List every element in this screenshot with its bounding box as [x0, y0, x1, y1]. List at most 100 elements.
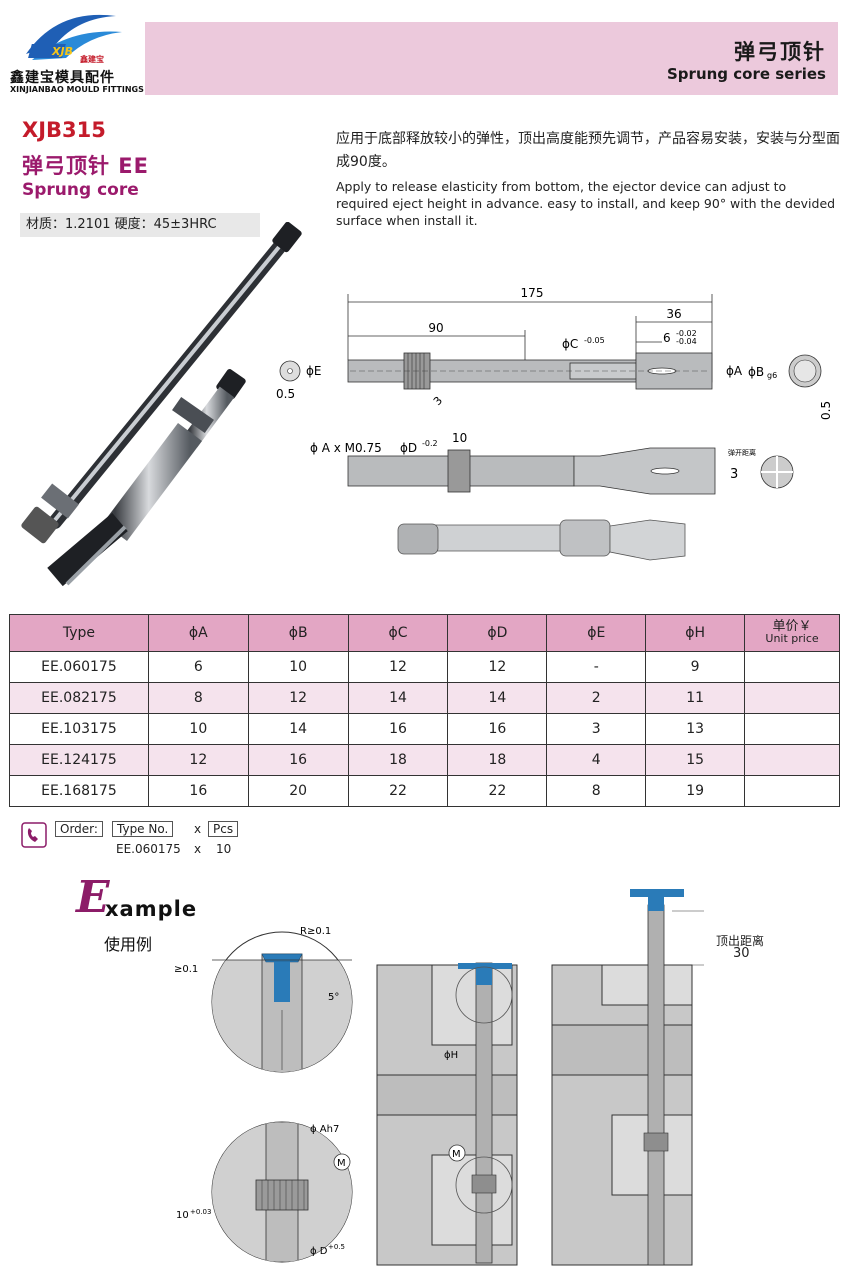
page-title-en: Sprung core series — [667, 65, 826, 83]
cell-value: 14 — [447, 682, 548, 714]
cell-value: 8 — [147, 682, 249, 714]
page-title-cn: 弹弓顶针 — [734, 40, 826, 64]
col-header-type: Type — [9, 614, 149, 652]
company-logo: XJB 鑫建宝 — [26, 14, 122, 64]
spring-distance-label: 弹开距离 — [728, 448, 756, 457]
cell-value: 18 — [447, 744, 548, 776]
header-band — [145, 22, 838, 95]
cell-value: 9 — [645, 651, 746, 683]
dim-10: 10 — [452, 431, 467, 445]
example-title-rest: xample — [105, 897, 198, 921]
cell-value: 11 — [645, 682, 746, 714]
cell-price — [744, 713, 840, 745]
dim-05-right: 0.5 — [819, 401, 833, 420]
logo-badge: XJB — [51, 45, 73, 58]
cell-value: 16 — [347, 713, 449, 745]
pin-section-view — [347, 447, 716, 495]
cell-value: 12 — [247, 682, 349, 714]
dim-phi-c-tol: -0.05 — [584, 336, 605, 345]
detail-views: R≥0.1 ≥0.1 5° ϕ Ah7 M 10 +0.03 ϕ D +0.5 — [174, 926, 353, 1263]
dim-phi-a: ϕA — [726, 364, 743, 378]
dim-phi-c: ϕC — [562, 337, 578, 351]
pin-3d-render — [397, 519, 686, 561]
order-type-no: Type No. — [112, 821, 174, 837]
dim-phi-d-tol: -0.2 — [422, 439, 438, 448]
cell-value: 14 — [347, 682, 449, 714]
dim-90: 90 — [428, 321, 443, 335]
logo-small: 鑫建宝 — [79, 54, 104, 64]
col-header-a: ϕA — [147, 614, 249, 652]
dim-36: 36 — [666, 307, 681, 321]
cell-value: - — [546, 651, 647, 683]
product-photo — [21, 222, 302, 587]
detail-gap-label: ≥0.1 — [174, 964, 198, 975]
company-name-cn: 鑫建宝模具配件 — [10, 70, 115, 86]
order-x2: x — [194, 842, 202, 856]
short-pin-image — [47, 369, 246, 587]
cell-value: 8 — [546, 775, 647, 807]
dim-phi-e: ϕE — [306, 364, 322, 378]
detail-ah7: ϕ Ah7 — [310, 1124, 339, 1135]
cell-type: EE.103175 — [9, 713, 149, 745]
cell-value: 20 — [247, 775, 349, 807]
price-header-cn: 单价￥ — [772, 619, 812, 634]
cell-value: 15 — [645, 744, 746, 776]
cell-price — [744, 775, 840, 807]
cell-value: 4 — [546, 744, 647, 776]
spring-distance-value: 3 — [730, 467, 738, 482]
mould-assembly-diagrams: ϕH M — [376, 889, 704, 1266]
long-pin-image — [21, 222, 302, 544]
detail-tol-10-sup: +0.03 — [190, 1208, 211, 1216]
cell-type: EE.060175 — [9, 651, 149, 683]
material-spec: 材质：1.2101 硬度：45±3HRC — [20, 213, 260, 237]
dim-6-tol-up: -0.02 — [676, 329, 697, 338]
dim-phi-d: ϕD — [400, 441, 417, 455]
detail-tol-10: 10 — [176, 1210, 189, 1221]
price-header-en: Unit price — [765, 632, 819, 645]
order-example-qty: 10 — [216, 842, 232, 856]
assembly-ejected — [551, 889, 693, 1266]
cell-value: 14 — [247, 713, 349, 745]
table-header-row: Type ϕA ϕB ϕC ϕD ϕE ϕH 单价￥ Unit price — [9, 614, 840, 652]
col-header-c: ϕC — [347, 614, 449, 652]
dim-thread: ϕ A x M0.75 — [310, 441, 382, 455]
cell-value: 6 — [147, 651, 249, 683]
product-name-en: Sprung core — [22, 180, 139, 200]
cell-value: 16 — [147, 775, 249, 807]
assembly-closed: ϕH M — [376, 962, 518, 1266]
eject-distance-label: 顶出距离 — [716, 934, 765, 948]
dim-05-left: 0.5 — [276, 387, 295, 401]
example-title-e: E — [76, 872, 110, 923]
dim-6: 6 — [663, 331, 671, 345]
cell-value: 16 — [447, 713, 548, 745]
assembly-phi-h: ϕH — [444, 1050, 458, 1061]
cell-value: 18 — [347, 744, 449, 776]
cell-value: 10 — [247, 651, 349, 683]
spec-table: Type ϕA ϕB ϕC ϕD ϕE ϕH 单价￥ Unit price EE… — [9, 614, 840, 807]
cell-value: 10 — [147, 713, 249, 745]
cell-value: 16 — [247, 744, 349, 776]
col-header-h: ϕH — [645, 614, 746, 652]
cell-value: 22 — [347, 775, 449, 807]
detail-dd5-sup: +0.5 — [328, 1243, 345, 1251]
cell-price — [744, 682, 840, 714]
eject-distance-value: 30 — [733, 946, 750, 961]
cell-value: 2 — [546, 682, 647, 714]
dim-175: 175 — [521, 286, 544, 300]
detail-r-label: R≥0.1 — [300, 926, 331, 937]
product-name-cn: 弹弓顶针 EE — [22, 154, 150, 178]
dim-phi-b-tol: g6 — [767, 371, 777, 380]
order-example-type: EE.060175 — [116, 842, 181, 856]
cell-type: EE.082175 — [9, 682, 149, 714]
cell-price — [744, 744, 840, 776]
detail-angle: 5° — [328, 992, 339, 1003]
cell-value: 12 — [447, 651, 548, 683]
cell-type: EE.168175 — [9, 775, 149, 807]
phone-icon — [21, 822, 47, 848]
col-header-b: ϕB — [247, 614, 349, 652]
assembly-m2: M — [452, 1149, 461, 1160]
